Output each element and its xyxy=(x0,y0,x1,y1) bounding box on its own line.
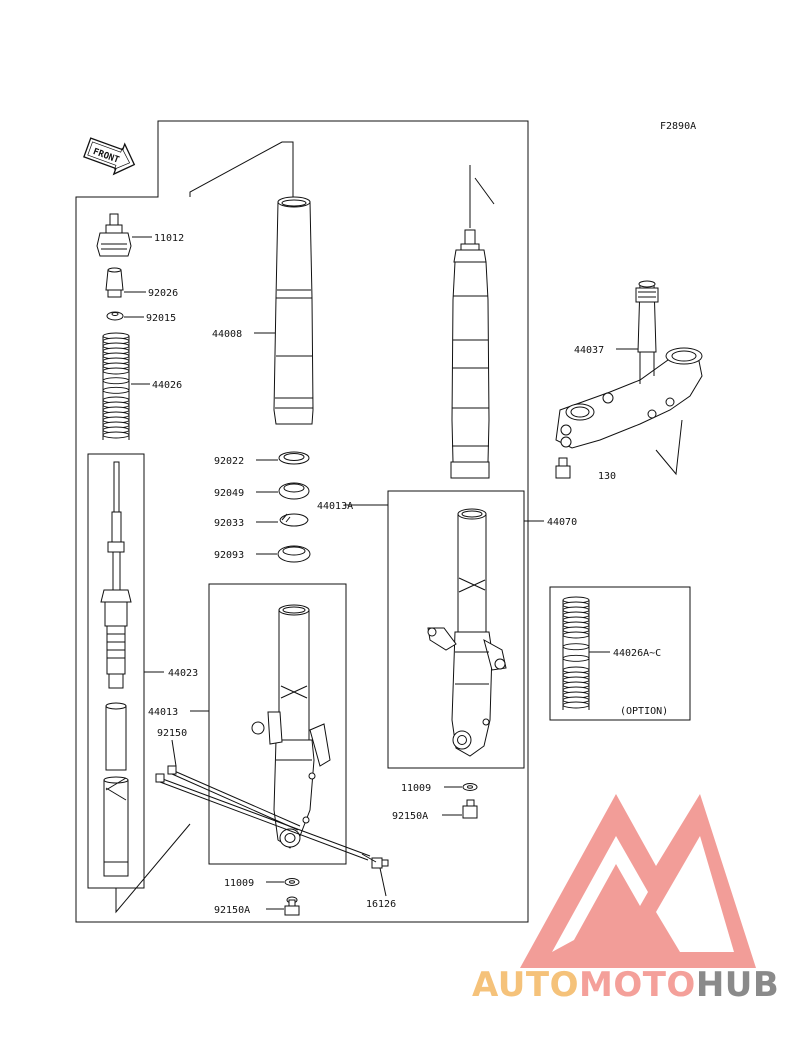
leader-44023-bottom xyxy=(115,823,191,914)
label-92150: 92150 xyxy=(157,728,187,739)
spring-coil xyxy=(562,654,590,662)
label-11009-lower: 11009 xyxy=(224,878,254,889)
washer-lower-part xyxy=(284,878,300,886)
option-label: (OPTION) xyxy=(620,706,668,717)
automotohub-logo: AUTOMOTOHUB xyxy=(472,794,779,1005)
circlip-part xyxy=(279,513,309,527)
label-44008: 44008 xyxy=(212,329,242,340)
label-92150A-right: 92150A xyxy=(392,811,428,822)
leader-44037-lower xyxy=(655,419,683,476)
label-92022: 92022 xyxy=(214,456,244,467)
spring-coil xyxy=(562,631,590,639)
axle-pinch-bolts-part xyxy=(155,765,371,861)
spring-coil xyxy=(102,367,130,375)
label-130: 130 xyxy=(598,471,616,482)
fork-assembly-right-part xyxy=(450,229,490,479)
logo-text-moto: MOTO xyxy=(579,965,696,1005)
option-spring-part xyxy=(562,596,590,710)
stem-pinch-bolt-part xyxy=(555,457,571,479)
spring-coil xyxy=(102,377,130,385)
outer-tube-left-part xyxy=(251,604,331,849)
label-11012: 11012 xyxy=(154,233,184,244)
label-44023: 44023 xyxy=(168,668,198,679)
label-92093: 92093 xyxy=(214,550,244,561)
drain-bolt-lower-part xyxy=(284,896,300,916)
damper-rod-part xyxy=(100,461,132,877)
label-92150A-lower: 92150A xyxy=(214,905,250,916)
oil-seal-part xyxy=(278,482,310,500)
cap-bolt-part xyxy=(96,213,132,257)
damper-box xyxy=(87,453,145,889)
label-11009-right: 11009 xyxy=(401,783,431,794)
leader-44008-group xyxy=(189,141,294,198)
label-44013A: 44013A xyxy=(317,501,353,512)
plug-part xyxy=(361,853,389,869)
outer-tube-right-part xyxy=(427,508,507,757)
washer-right-part xyxy=(462,783,478,791)
label-44013: 44013 xyxy=(148,707,178,718)
front-arrow-icon: FRONT xyxy=(83,137,136,176)
fork-spring-part xyxy=(102,332,130,440)
fork-44070-box xyxy=(387,490,525,769)
spacer-part xyxy=(105,267,124,298)
spring-coil xyxy=(562,701,590,709)
steering-stem-bracket-part xyxy=(555,280,703,449)
label-16126: 16126 xyxy=(366,899,396,910)
label-92049: 92049 xyxy=(214,488,244,499)
dust-seal-part xyxy=(278,451,310,465)
main-frame xyxy=(75,120,529,923)
spring-coil xyxy=(102,431,130,439)
slide-bushing-part xyxy=(277,545,311,563)
lower-fork-box xyxy=(208,583,347,865)
label-44026A-C: 44026A~C xyxy=(613,648,661,659)
label-92015: 92015 xyxy=(146,313,176,324)
logo-text-auto: AUTO xyxy=(472,965,579,1005)
nut-part xyxy=(106,311,124,321)
spring-coil xyxy=(562,643,590,651)
label-44070: 44070 xyxy=(547,517,577,528)
figure-code: F2890A xyxy=(660,121,696,132)
label-44037: 44037 xyxy=(574,345,604,356)
spring-coil xyxy=(102,386,130,394)
label-92026: 92026 xyxy=(148,288,178,299)
label-92033: 92033 xyxy=(214,518,244,529)
label-44026: 44026 xyxy=(152,380,182,391)
drain-bolt-right-part xyxy=(462,799,478,819)
logo-text-hub: HUB xyxy=(696,965,779,1005)
option-box xyxy=(549,586,691,721)
svg-text:AUTOMOTOHUB: AUTOMOTOHUB xyxy=(472,965,779,1005)
inner-tube-part xyxy=(273,196,314,425)
leader-upper-right-b xyxy=(474,177,495,205)
